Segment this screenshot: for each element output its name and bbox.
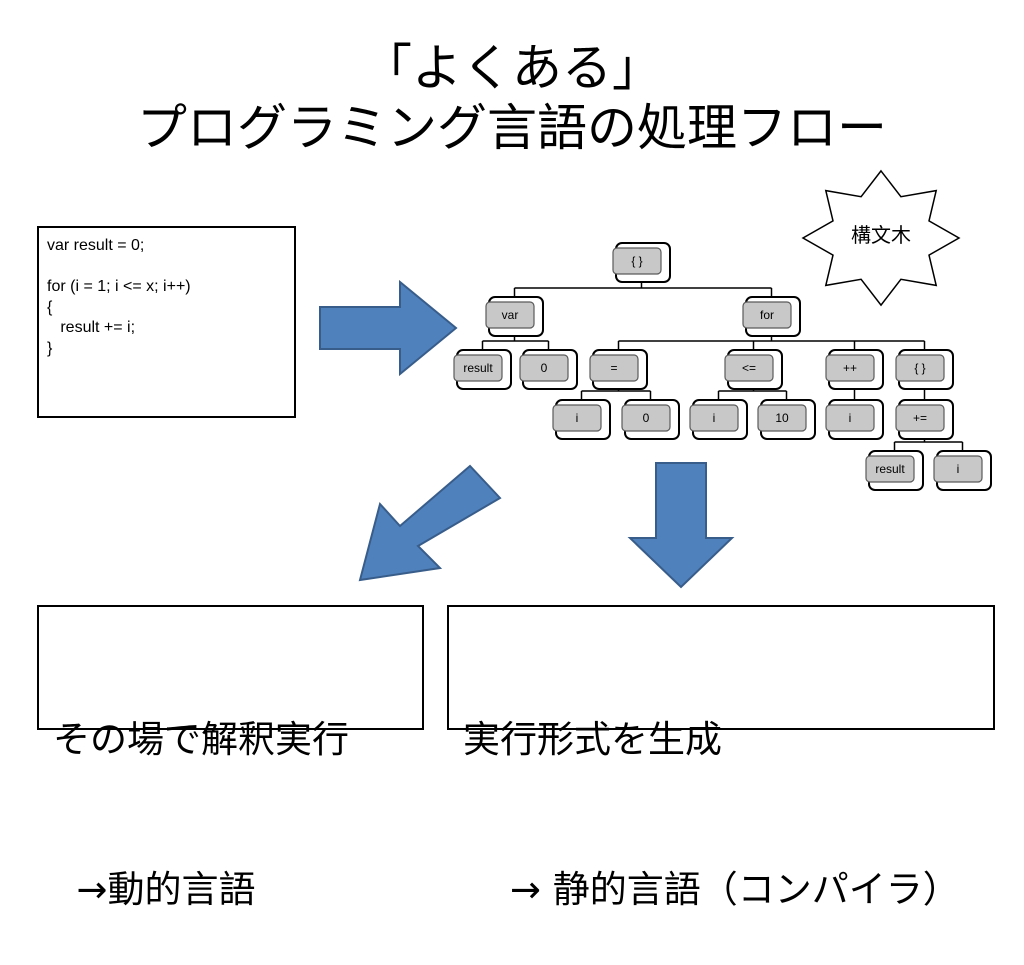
compile-line-2: → 静的言語（コンパイラ）	[463, 868, 960, 911]
tree-node-label: 0	[643, 411, 650, 425]
tree-node-le: <=	[724, 349, 783, 390]
tree-node-i4: i	[933, 450, 992, 491]
tree-node-result2: result	[865, 450, 924, 491]
interpret-line-1: その場で解釈実行	[53, 718, 349, 761]
tree-node-label: i	[849, 411, 852, 425]
tree-node-addassign: +=	[895, 399, 954, 440]
tree-node-i1: i	[552, 399, 611, 440]
tree-node-var: var	[485, 296, 544, 337]
tree-node-root: { }	[612, 242, 671, 283]
tree-node-i2: i	[689, 399, 748, 440]
tree-node-label: +=	[913, 411, 927, 425]
title-line-2: プログラミング言語の処理フロー	[137, 99, 887, 157]
down-left-arrow	[358, 464, 502, 582]
tree-edge-group	[513, 282, 773, 300]
tree-node-i3: i	[825, 399, 884, 440]
callout-star: 構文木	[801, 169, 961, 307]
tree-node-label: result	[463, 361, 493, 375]
tree-node-label: result	[875, 462, 905, 476]
interpret-line-2: →動的言語	[53, 868, 256, 911]
title-line-1: 「よくある」	[362, 39, 662, 97]
callout-label: 構文木	[851, 223, 911, 247]
code-line: result += i;	[47, 319, 136, 336]
tree-node-label: ++	[843, 361, 857, 375]
tree-node-label: var	[502, 308, 519, 322]
interpret-result-box: その場で解釈実行 →動的言語	[37, 605, 424, 911]
syntax-tree: { } var for result 0 = <= ++ { } i 0 i 10 i += result i	[453, 242, 992, 491]
down-arrow	[627, 462, 735, 589]
tree-node-label: 10	[775, 411, 789, 425]
tree-node-block2: { }	[895, 349, 954, 390]
tree-node-label: i	[713, 411, 716, 425]
code-line: {	[47, 298, 53, 316]
slide-title: 「よくある」 プログラミング言語の処理フロー	[0, 38, 1024, 158]
tree-node-label: i	[576, 411, 579, 425]
tree-node-label: { }	[631, 254, 642, 268]
code-line: }	[47, 339, 53, 357]
tree-node-label: i	[957, 462, 960, 476]
tree-node-assign: =	[589, 349, 648, 390]
tree-node-for: for	[742, 296, 801, 337]
tree-node-label: for	[760, 308, 774, 322]
tree-node-ten: 10	[757, 399, 816, 440]
tree-node-label: <=	[742, 361, 756, 375]
compile-result-box: 実行形式を生成 → 静的言語（コンパイラ）	[447, 605, 995, 911]
right-arrow	[319, 280, 458, 376]
code-line: var result = 0;	[47, 237, 145, 254]
tree-node-inc: ++	[825, 349, 884, 390]
tree-node-zero2: 0	[621, 399, 680, 440]
tree-node-label: { }	[914, 361, 925, 375]
tree-node-label: 0	[541, 361, 548, 375]
tree-node-label: =	[610, 361, 617, 375]
source-code-box: var result = 0; for (i = 1; i <= x; i++)…	[37, 226, 296, 418]
compile-line-1: 実行形式を生成	[463, 718, 722, 761]
tree-node-result1: result	[453, 349, 512, 390]
tree-node-zero1: 0	[519, 349, 578, 390]
code-line: for (i = 1; i <= x; i++)	[47, 278, 191, 295]
